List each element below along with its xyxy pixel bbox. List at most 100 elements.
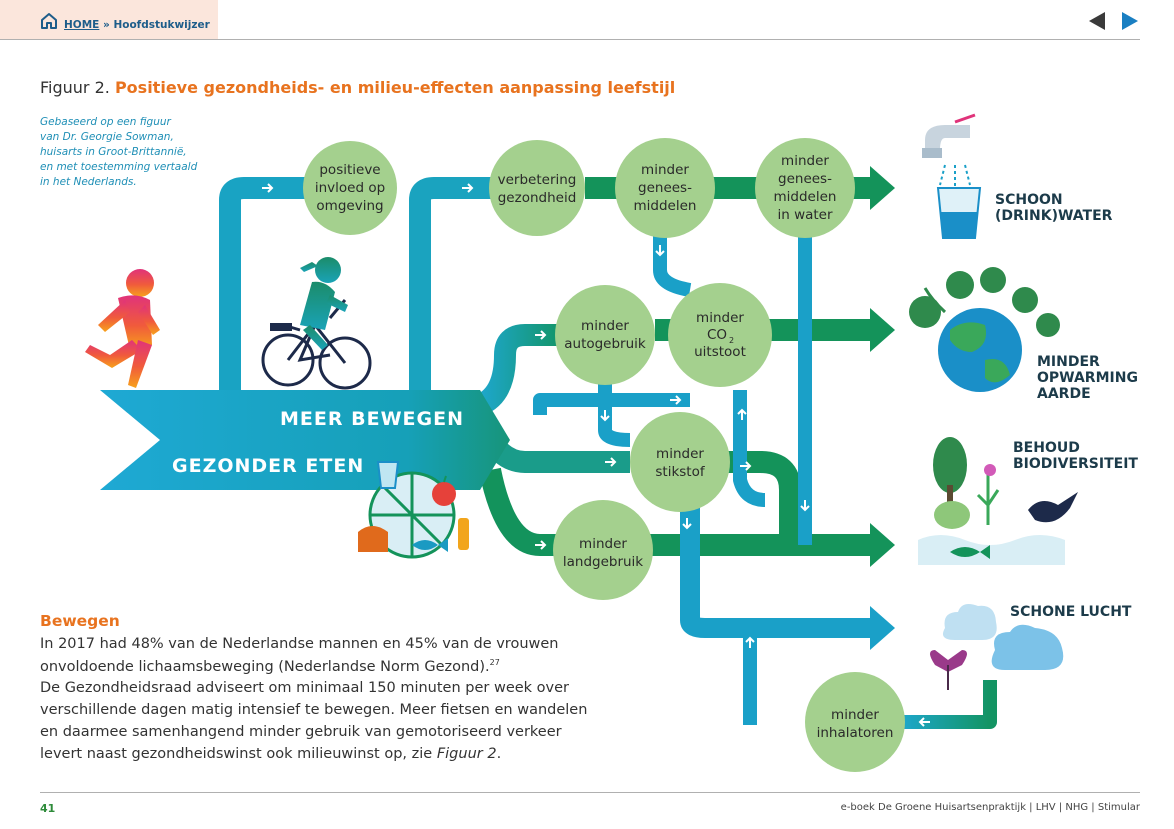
- credit-line: Gebaseerd op een figuur: [40, 116, 171, 128]
- footer-credit: e-boek De Groene Huisartsenpraktijk | LH…: [840, 802, 1140, 813]
- arrow-right-icon: [462, 183, 474, 193]
- credit-line: in het Nederlands.: [40, 176, 137, 188]
- outcome-air: SCHONE LUCHT: [1010, 604, 1132, 620]
- node-label: stikstof: [655, 464, 705, 480]
- node-label: CO: [707, 327, 727, 343]
- outcome-warming-line2: OPWARMING: [1037, 370, 1138, 386]
- breadcrumb: HOME » Hoofdstukwijzer: [64, 19, 210, 31]
- node-omgeving: positieve invloed op omgeving: [303, 141, 397, 235]
- node-label: minder: [696, 310, 744, 326]
- node-stikstof: minder stikstof: [630, 412, 730, 512]
- previous-page-arrow-icon[interactable]: [1087, 10, 1107, 32]
- node-label: middelen: [634, 198, 697, 214]
- clean-air-illustration: [930, 604, 1064, 690]
- arrowhead-warming: [870, 308, 895, 352]
- arrow-down-icon: [655, 245, 665, 257]
- body-line: onvoldoende lichaamsbeweging (Nederlands…: [40, 658, 500, 675]
- node-label: minder: [656, 446, 704, 462]
- biodiversity-illustration: [918, 437, 1078, 565]
- node-label: minder: [581, 318, 629, 334]
- node-gezondheid: verbetering gezondheid: [489, 140, 585, 236]
- arrow-right-icon: [670, 395, 682, 405]
- arrow-down-icon: [682, 518, 692, 530]
- node-label: minder: [641, 162, 689, 178]
- outcome-warming-line1: MINDER: [1037, 354, 1100, 370]
- credit-line: en met toestemming vertaald: [40, 161, 198, 173]
- main-band: [100, 390, 510, 490]
- home-icon[interactable]: [40, 12, 58, 30]
- section-title: Bewegen: [40, 612, 120, 630]
- node-label: minder: [831, 707, 879, 723]
- flow-inhal-left: [900, 680, 997, 729]
- node-label: genees-: [778, 171, 832, 187]
- band-label-bewegen: MEER BEWEGEN: [280, 408, 464, 430]
- node-co2: minder CO 2 uitstoot: [668, 283, 772, 387]
- node-label: gezondheid: [498, 190, 577, 206]
- arrow-down-icon: [800, 500, 810, 512]
- node-label: inhalatoren: [817, 725, 894, 741]
- figure-credit: Gebaseerd op een figuur van Dr. Georgie …: [40, 115, 250, 190]
- outcome-water-line2: (DRINK)WATER: [995, 208, 1113, 224]
- figure-prefix: Figuur 2.: [40, 78, 110, 97]
- flow-med-co2: [653, 230, 692, 297]
- arrow-right-icon: [535, 330, 547, 340]
- arrow-right-icon: [605, 457, 617, 467]
- node-label: omgeving: [316, 198, 383, 214]
- node-label: minder: [781, 153, 829, 169]
- figure-reference-link[interactable]: Figuur 2: [436, 746, 497, 762]
- body-line: In 2017 had 48% van de Nederlandse manne…: [40, 636, 559, 652]
- flow-gezondheid: [409, 177, 500, 395]
- flow-omgeving: [219, 177, 312, 395]
- outcome-biodiversity-line1: BEHOUD: [1013, 440, 1080, 456]
- flow-land: [479, 467, 565, 556]
- flow-co2-down: [598, 380, 631, 447]
- flow-arrowheads: [870, 166, 895, 650]
- body-line: levert naast gezondheidswinst ook milieu…: [40, 746, 501, 762]
- figure-title: Figuur 2. Positieve gezondheids- en mili…: [40, 78, 675, 97]
- flow-air-line: [680, 500, 875, 638]
- top-nav: HOME » Hoofdstukwijzer: [0, 0, 218, 40]
- node-label-subscript: 2: [729, 336, 734, 345]
- node-autogebruik: minder autogebruik: [555, 285, 655, 385]
- top-divider: [0, 39, 1140, 40]
- arrow-up-icon: [745, 636, 755, 648]
- arrow-right-icon: [535, 540, 547, 550]
- arrowhead-biodiversity: [870, 523, 895, 567]
- outcome-water-line1: SCHOON: [995, 192, 1063, 208]
- body-line: De Gezondheidsraad adviseert om minimaal…: [40, 680, 569, 696]
- outcome-warming-line3: AARDE: [1037, 386, 1091, 402]
- node-label: uitstoot: [694, 344, 746, 360]
- arrow-right-icon: [262, 183, 274, 193]
- node-inhalatoren: minder inhalatoren: [805, 672, 905, 772]
- earth-illustration: [909, 267, 1060, 392]
- page-number: 41: [40, 802, 56, 815]
- arrow-left-icon: [918, 717, 930, 727]
- outcome-biodiversity-line2: BIODIVERSITEIT: [1013, 456, 1138, 472]
- bottom-divider: [40, 792, 1140, 793]
- node-label: positieve: [319, 162, 380, 178]
- figure-title-text: Positieve gezondheids- en milieu-effecte…: [114, 78, 676, 97]
- node-label: invloed op: [315, 180, 385, 196]
- next-page-arrow-icon[interactable]: [1120, 10, 1140, 32]
- body-text: levert naast gezondheidswinst ook milieu…: [40, 746, 437, 762]
- node-label: autogebruik: [564, 336, 646, 352]
- food-illustration: [358, 461, 469, 559]
- credit-line: van Dr. Georgie Sowman,: [40, 131, 174, 143]
- node-geneesmiddelen: minder genees- middelen: [615, 138, 715, 238]
- node-label: in water: [777, 207, 833, 223]
- small-arrows: [262, 183, 930, 727]
- water-tap-illustration: [922, 113, 982, 239]
- node-landgebruik: minder landgebruik: [553, 500, 653, 600]
- node-water: minder genees- middelen in water: [755, 138, 855, 238]
- breadcrumb-current[interactable]: Hoofdstukwijzer: [113, 19, 210, 31]
- arrow-right-icon: [740, 461, 752, 471]
- band-label-eten: GEZONDER ETEN: [172, 455, 364, 477]
- home-link[interactable]: HOME: [64, 19, 100, 31]
- node-label: genees-: [638, 180, 692, 196]
- arrow-down-icon: [600, 410, 610, 422]
- flow-stikstof-out: [705, 451, 801, 545]
- footnote-reference[interactable]: 27: [489, 658, 500, 667]
- body-line: en daarmee samenhangend minder gebruik v…: [40, 724, 562, 740]
- flow-loop1: [533, 393, 690, 415]
